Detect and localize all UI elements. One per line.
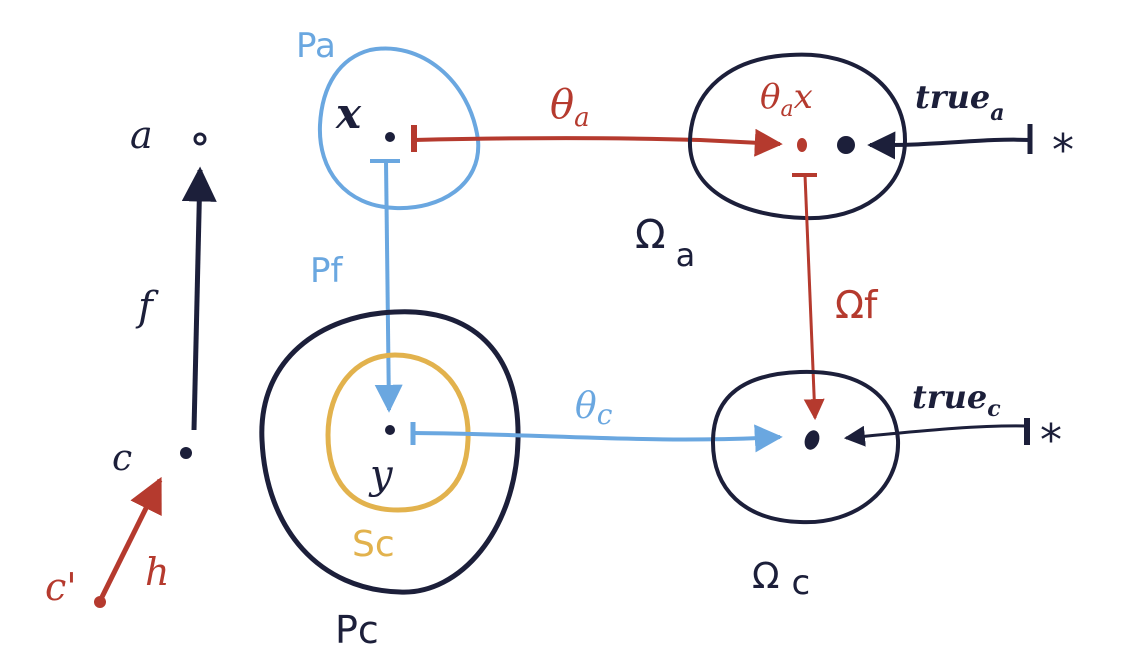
arrow-true-c: * truec: [843, 378, 1062, 466]
set-pc: Pc Sc y: [259, 309, 521, 652]
point-omega-c: [804, 430, 820, 450]
arrow-true-a: * truea: [867, 78, 1074, 176]
point-x: [385, 132, 395, 142]
set-pa: Pa x: [296, 26, 481, 211]
point-theta-a-x: [797, 138, 807, 152]
arrow-omega-f-label: Ωf: [835, 283, 879, 327]
arrow-pf-line: [374, 160, 403, 413]
set-pa-label: Pa: [296, 26, 336, 66]
point-y-label: y: [368, 452, 394, 498]
point-c-prime: [94, 596, 106, 608]
arrow-theta-c: θc: [410, 386, 783, 453]
set-pc-label: Pc: [335, 608, 379, 652]
arrow-true-c-source: *: [1040, 415, 1062, 466]
arrow-true-a-label: truea: [915, 78, 1005, 126]
arrow-theta-a-line: [413, 128, 783, 157]
set-sc-label: Sc: [352, 524, 395, 565]
set-omega-c-boundary: [710, 369, 901, 525]
arrow-pf-label: Pf: [310, 251, 344, 291]
arrow-h: [99, 476, 163, 599]
point-y: [385, 425, 395, 435]
arrow-theta-a-label: θa: [550, 82, 590, 133]
arrow-omega-f: Ωf: [792, 173, 879, 421]
point-a: [193, 132, 207, 146]
set-sc-boundary: [325, 352, 471, 513]
set-omega-a-boundary: [687, 52, 908, 221]
set-pc-boundary: [259, 309, 521, 595]
arrow-f-label: f: [135, 284, 159, 330]
arrow-theta-c-line: [412, 424, 783, 453]
point-theta-a-x-label: θax: [760, 77, 813, 122]
set-pa-boundary: [317, 46, 481, 211]
left-chain: a f c c' h: [45, 113, 217, 609]
arrow-true-c-label: truec: [912, 378, 1001, 422]
point-a-label: a: [130, 113, 153, 157]
arrow-true-c-line: [843, 424, 1028, 447]
arrow-theta-c-label: θc: [575, 386, 613, 431]
arrow-true-a-line: [867, 131, 1031, 160]
arrow-pf: Pf: [310, 159, 403, 413]
arrow-f: [181, 166, 217, 431]
point-x-label: x: [335, 89, 362, 138]
point-c: [180, 447, 192, 459]
arrow-h-label: h: [145, 550, 169, 594]
point-c-prime-label: c': [45, 565, 77, 609]
arrow-theta-a: θa: [411, 82, 783, 157]
point-true-a: [837, 136, 855, 154]
arrow-true-a-source: *: [1052, 125, 1074, 176]
point-c-label: c: [112, 438, 132, 479]
arrow-omega-f-line: [803, 174, 825, 421]
